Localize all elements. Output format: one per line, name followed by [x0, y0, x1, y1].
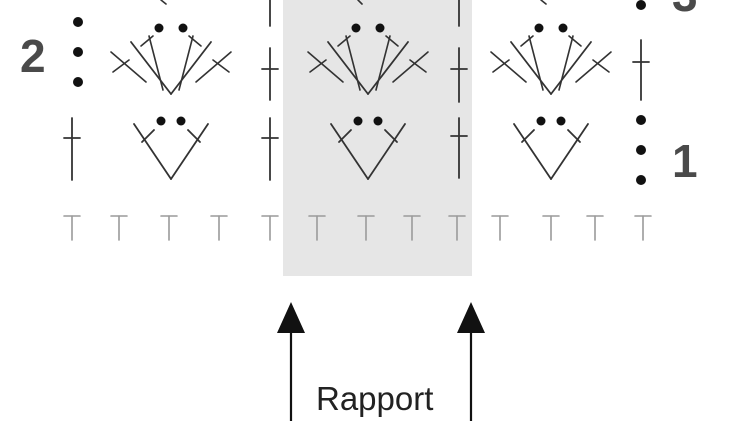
fan-row1-right	[550, 123, 589, 180]
chain-dot	[636, 0, 646, 10]
fan-row1-tick	[567, 129, 581, 143]
chain-dot	[73, 77, 83, 87]
fan-row1-left	[330, 123, 369, 180]
row-label-2: 2	[20, 30, 46, 82]
fan-row2-outer-right	[392, 51, 429, 83]
row-label-1: 1	[672, 135, 698, 187]
chain-dot	[534, 23, 544, 33]
fan-row2-inner-right	[558, 35, 574, 91]
row-label-3: 3	[672, 0, 698, 18]
chain-dot	[636, 145, 646, 155]
chain-dot	[558, 23, 568, 33]
chain-dot	[176, 116, 186, 126]
chain-dot	[73, 47, 83, 57]
partial-stitch	[357, 0, 363, 5]
fan-row1-tick	[338, 129, 352, 143]
partial-stitch	[160, 0, 167, 5]
fan-row2-outer-left	[490, 51, 527, 83]
chain-dot	[536, 116, 546, 126]
chain-dot	[353, 116, 363, 126]
fan-row2-tick	[309, 59, 327, 73]
partial-stitch	[540, 0, 547, 5]
fan-row2-v-right	[550, 41, 592, 95]
fan-row1-right	[170, 123, 209, 180]
chain-dot	[351, 23, 361, 33]
fan-row2-tick	[212, 59, 230, 73]
fan-row2-tick	[568, 35, 582, 47]
fan-row2-outer-left	[110, 51, 147, 83]
chain-dot	[636, 175, 646, 185]
chain-dot	[178, 23, 188, 33]
fan-row2-inner-right	[375, 35, 391, 91]
fan-row2-v-left	[327, 41, 369, 95]
chain-dot	[375, 23, 385, 33]
fan-row2-tick	[337, 35, 351, 47]
fan-row2-inner-left	[528, 35, 544, 91]
fan-row2-v-right	[367, 41, 409, 95]
fan-row2-outer-right	[195, 51, 232, 83]
fan-row2-tick	[112, 59, 130, 73]
fan-row2-outer-left	[307, 51, 344, 83]
fan-row1-left	[513, 123, 552, 180]
repeat-band	[283, 0, 472, 276]
fan-row1-tick	[187, 129, 201, 143]
fan-row1-tick	[384, 129, 398, 143]
chain-dot	[373, 116, 383, 126]
fan-row2-tick	[409, 59, 427, 73]
repeat-end-arrow-head	[457, 302, 485, 333]
fan-row2-inner-left	[345, 35, 361, 91]
fan-row2-tick	[592, 59, 610, 73]
chain-dot	[154, 23, 164, 33]
fan-row2-outer-right	[575, 51, 612, 83]
fan-row2-tick	[385, 35, 399, 47]
fan-row2-tick	[188, 35, 202, 47]
fan-row1-tick	[141, 129, 155, 143]
repeat-label: Rapport	[316, 380, 434, 417]
repeat-start-arrow-head	[277, 302, 305, 333]
chain-dot	[73, 17, 83, 27]
chain-dot	[156, 116, 166, 126]
fan-row2-v-left	[130, 41, 172, 95]
fan-row1-tick	[521, 129, 535, 143]
fan-row2-tick	[520, 35, 534, 47]
fan-row2-tick	[140, 35, 154, 47]
fan-row2-v-left	[510, 41, 552, 95]
chain-dot	[636, 115, 646, 125]
fan-row2-inner-left	[148, 35, 164, 91]
fan-row1-right	[367, 123, 406, 180]
fan-row1-left	[133, 123, 172, 180]
fan-row2-inner-right	[178, 35, 194, 91]
fan-row2-v-right	[170, 41, 212, 95]
chain-dot	[556, 116, 566, 126]
fan-row2-tick	[492, 59, 510, 73]
